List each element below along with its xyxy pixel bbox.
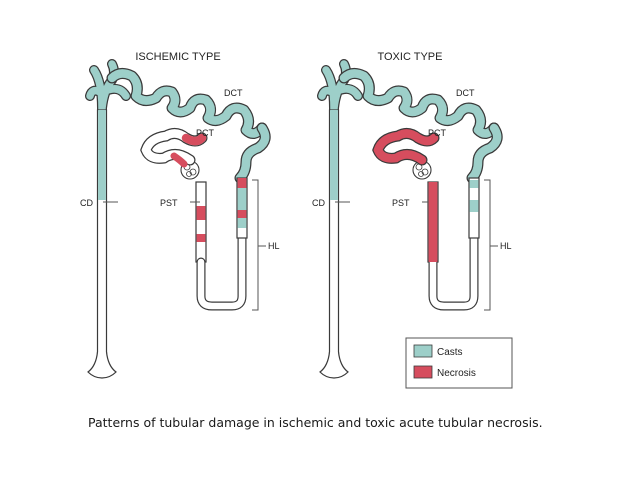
legend-necrosis-label: Necrosis: [437, 368, 476, 379]
legend-casts-label: Casts: [437, 347, 463, 358]
toxic-panel: TOXIC TYPE CD PST PCT DCT HL: [312, 51, 512, 378]
ischemic-cd-label: CD: [80, 198, 93, 208]
ischemic-pct-label: PCT: [196, 128, 215, 138]
legend-necrosis-swatch: [413, 365, 433, 379]
toxic-hl-label: HL: [500, 241, 512, 251]
toxic-title: TOXIC TYPE: [377, 51, 442, 63]
ischemic-dct-label: DCT: [224, 88, 243, 98]
legend-casts-swatch: [413, 344, 433, 358]
toxic-dct-label: DCT: [456, 88, 475, 98]
ischemic-hl-label: HL: [268, 241, 280, 251]
toxic-cd-label: CD: [312, 198, 325, 208]
ischemic-title: ISCHEMIC TYPE: [135, 51, 220, 63]
toxic-pst-label: PST: [392, 198, 410, 208]
figure-caption: Patterns of tubular damage in ischemic a…: [88, 415, 543, 430]
ischemic-pst-label: PST: [160, 198, 178, 208]
toxic-pct-label: PCT: [428, 128, 447, 138]
ischemic-panel: ISCHEMIC TYPE CD PST PCT DCT HL: [80, 51, 280, 378]
legend: Casts Necrosis: [405, 337, 513, 389]
